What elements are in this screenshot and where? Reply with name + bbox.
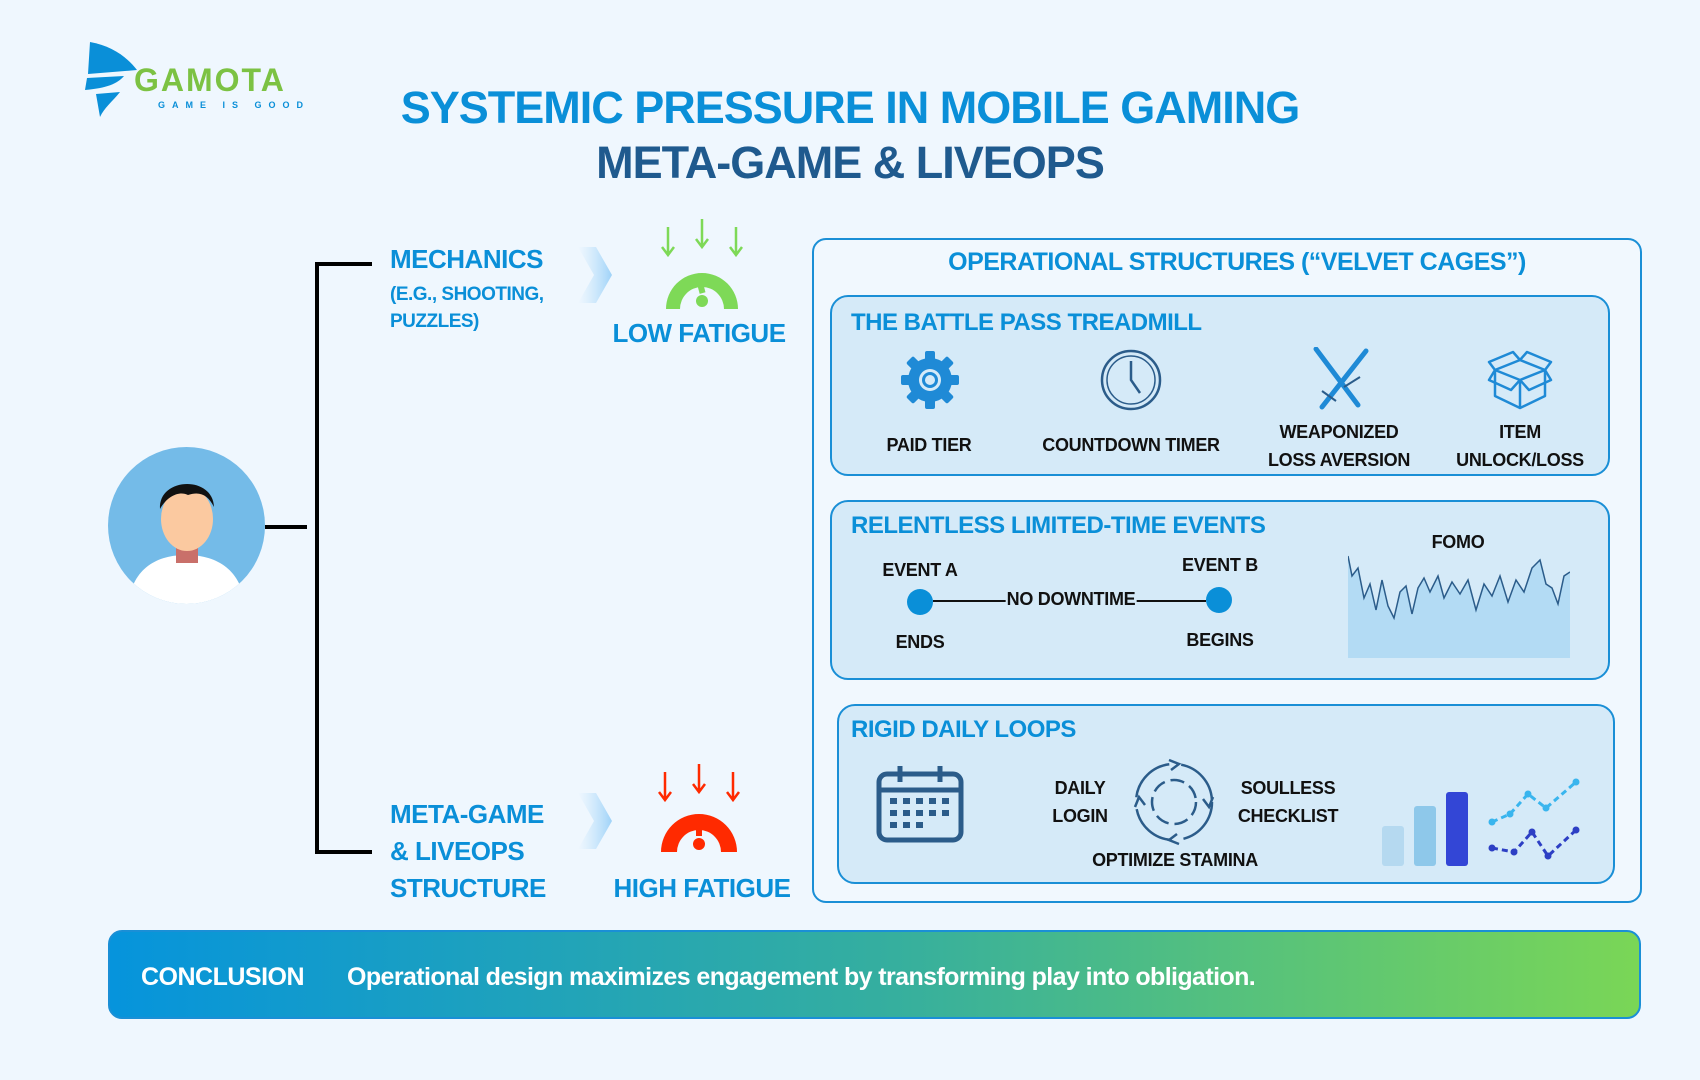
logo-wordmark: GAMOTA (134, 62, 286, 98)
high-fatigue-label: HIGH FATIGUE (613, 873, 791, 903)
event-b-dot (1206, 587, 1232, 613)
gamota-logo: GAMOTA GAME IS GOOD (82, 42, 322, 117)
battle-pass-card (830, 295, 1610, 476)
conclusion-banner: CONCLUSION Operational design maximizes … (108, 930, 1641, 1019)
soulless-checklist-label-1: SOULLESS (1240, 778, 1336, 798)
metagame-title-2: & LIVEOPS (390, 836, 525, 866)
countdown-timer-label: COUNTDOWN TIMER (1042, 435, 1220, 455)
mechanics-example-2: PUZZLES) (390, 311, 479, 332)
box-icon (1487, 350, 1553, 410)
low-fatigue-gauge-icon (661, 219, 743, 309)
battle-pass-title: THE BATTLE PASS TREADMILL (851, 309, 1202, 336)
event-b-label: EVENT B (1182, 555, 1258, 575)
logo-wing-icon (85, 42, 137, 117)
daily-loops-card (837, 704, 1615, 884)
page-subtitle: META-GAME & LIVEOPS (596, 137, 1105, 188)
daily-loops-title: RIGID DAILY LOOPS (851, 716, 1076, 743)
bar-chart-icon (1382, 792, 1468, 866)
daily-login-label-1: DAILY (1054, 778, 1106, 798)
cycle-arrows-icon (1133, 758, 1215, 846)
high-fatigue-gauge-icon (658, 764, 740, 852)
fomo-label: FOMO (1431, 532, 1485, 552)
gear-icon (901, 351, 959, 409)
item-label-2: UNLOCK/LOSS (1456, 450, 1584, 470)
weaponized-label-1: WEAPONIZED (1279, 422, 1399, 442)
event-a-dot (907, 589, 933, 615)
low-fatigue-label: LOW FATIGUE (612, 318, 786, 348)
daily-login-label-2: LOGIN (1052, 806, 1108, 826)
item-label-1: ITEM (1499, 422, 1541, 442)
conclusion-text: Operational design maximizes engagement … (347, 963, 1256, 991)
connector-line (265, 525, 307, 529)
begins-label: BEGINS (1186, 630, 1254, 650)
calendar-icon (876, 766, 964, 843)
fomo-wave-chart (1348, 555, 1570, 658)
bracket (315, 262, 372, 854)
mechanics-example-1: (E.G., SHOOTING, (390, 284, 544, 305)
metagame-title-3: STRUCTURE (390, 873, 546, 903)
trend-lines-icon (1488, 778, 1580, 860)
events-title: RELENTLESS LIMITED-TIME EVENTS (851, 512, 1266, 539)
mechanics-title: MECHANICS (390, 244, 543, 274)
ends-label: ENDS (895, 632, 945, 652)
soulless-checklist-label-2: CHECKLIST (1237, 806, 1339, 826)
page-title: SYSTEMIC PRESSURE IN MOBILE GAMING (400, 82, 1301, 133)
logo-tagline: GAME IS GOOD (158, 100, 311, 110)
panel-title: OPERATIONAL STRUCTURES (“VELVET CAGES”) (948, 248, 1526, 276)
metagame-title-1: META-GAME (390, 799, 544, 829)
clock-icon (1100, 349, 1162, 411)
conclusion-label: CONCLUSION (141, 963, 305, 991)
paid-tier-label: PAID TIER (886, 435, 972, 455)
chevron-right-icon (578, 793, 612, 849)
chevron-right-icon (578, 247, 612, 303)
player-avatar (108, 447, 265, 604)
weaponized-label-2: LOSS AVERSION (1267, 450, 1411, 470)
optimize-stamina-label: OPTIMIZE STAMINA (1092, 850, 1258, 870)
crossed-swords-icon (1313, 347, 1369, 410)
no-downtime-label: NO DOWNTIME (1005, 589, 1137, 610)
person-icon (128, 483, 245, 604)
event-a-label: EVENT A (882, 560, 958, 580)
